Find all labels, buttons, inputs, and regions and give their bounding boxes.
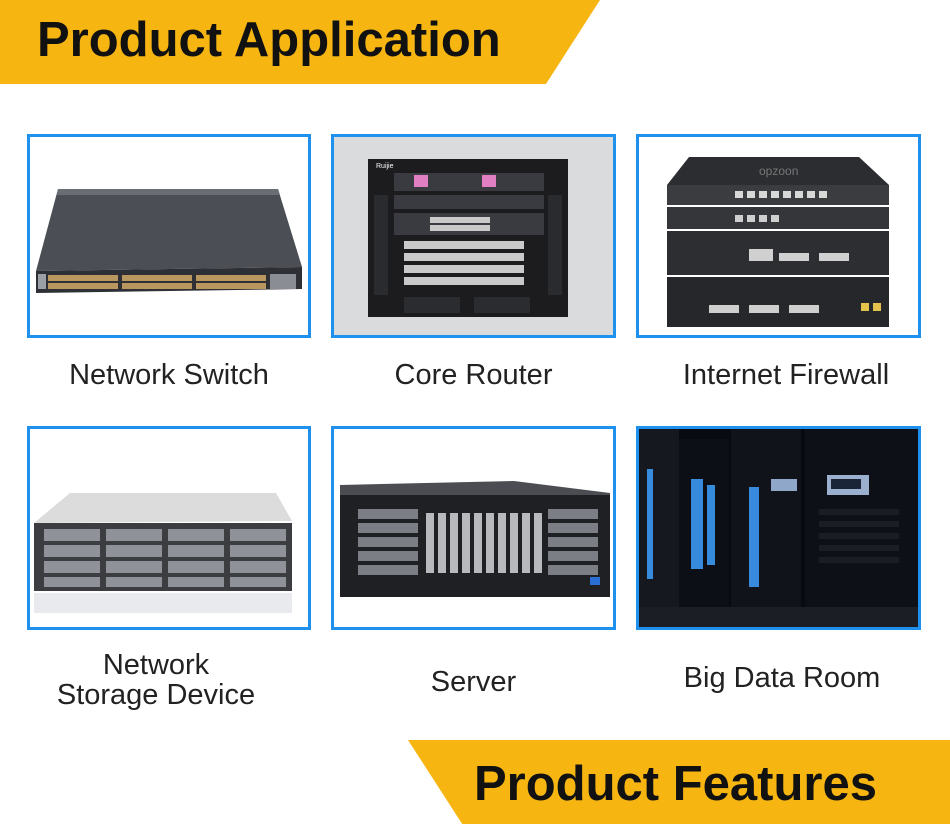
big-data-room-image bbox=[636, 426, 921, 630]
network-switch-image bbox=[27, 134, 311, 338]
storage-device-caption-line1: Network bbox=[102, 649, 210, 681]
ruijie-logo: Ruijie bbox=[376, 163, 394, 170]
product-features-title: Product Features bbox=[474, 757, 877, 811]
firewall-photo: opzoon bbox=[639, 137, 918, 335]
product-application-title: Product Application bbox=[37, 13, 501, 67]
core-router-image: Ruijie bbox=[331, 134, 616, 338]
storage-device-image bbox=[27, 426, 311, 630]
core-router-caption: Core Router bbox=[394, 359, 553, 391]
internet-firewall-image: opzoon bbox=[636, 134, 921, 338]
product-features-banner: Product Features bbox=[408, 740, 950, 824]
data-room-photo bbox=[639, 429, 918, 627]
opzoon-logo: opzoon bbox=[759, 164, 798, 178]
internet-firewall-caption: Internet Firewall bbox=[682, 359, 890, 391]
server-image bbox=[331, 426, 616, 630]
network-switch-photo bbox=[30, 137, 308, 335]
big-data-room-caption: Big Data Room bbox=[683, 662, 881, 694]
core-router-photo: Ruijie bbox=[334, 137, 613, 335]
server-photo bbox=[334, 429, 613, 627]
storage-device-caption: Network Storage Device bbox=[27, 650, 285, 710]
network-switch-caption: Network Switch bbox=[69, 359, 269, 391]
storage-device-caption-line2: Storage Device bbox=[56, 679, 256, 711]
storage-device-photo bbox=[30, 429, 308, 627]
server-caption: Server bbox=[430, 666, 517, 698]
product-application-banner: Product Application bbox=[0, 0, 600, 84]
